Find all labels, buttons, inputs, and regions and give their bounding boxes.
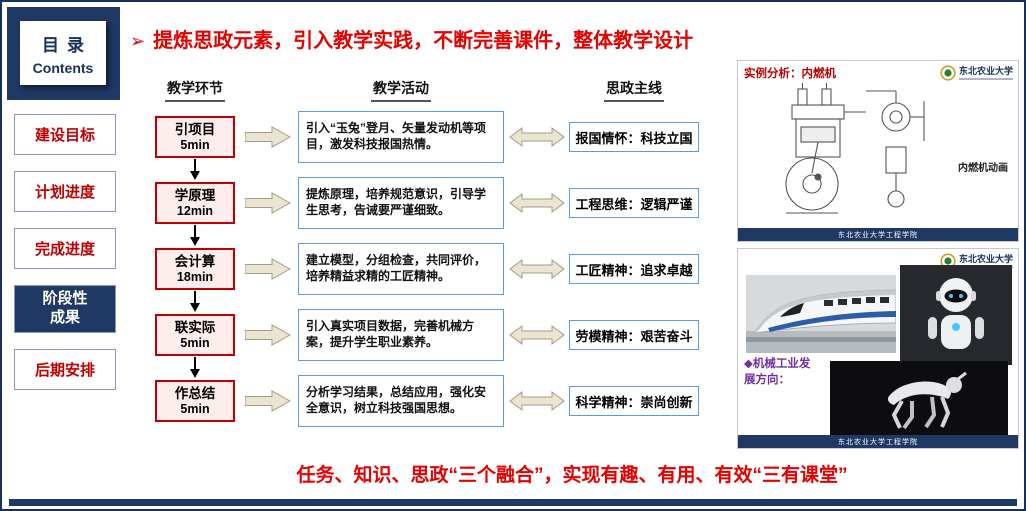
stage-box: 学原理 12min	[155, 182, 235, 224]
column-header-theme: 思政主线	[604, 78, 664, 102]
double-arrow-icon	[509, 391, 565, 411]
teaching-flow-diagram: 教学环节 教学活动 思政主线 引项目 5min 引入“玉兔”登月、矢量发动机等项…	[150, 76, 700, 434]
double-arrow-icon	[509, 259, 565, 279]
stage-time: 5min	[180, 401, 210, 416]
card-footer-bar: 东北农业大学工程学院	[738, 228, 1018, 241]
stage-name: 学原理	[174, 188, 216, 204]
slide-title: ➢ 提炼思政元素，引入教学实践，不断完善课件，整体教学设计	[130, 24, 790, 53]
right-arrow-icon	[245, 126, 291, 148]
activity-box: 引入真实项目数据，完善机械方案，提升学生职业素养。	[298, 309, 504, 361]
down-arrow-icon	[190, 225, 200, 246]
stage-box: 引项目 5min	[155, 116, 235, 158]
humanoid-robot-photo	[900, 265, 1012, 365]
toc-title-en: Contents	[32, 59, 94, 76]
engine-case-card: 实例分析：内燃机 东北农业大学	[737, 60, 1019, 242]
theme-box: 工匠精神：追求卓越	[569, 254, 699, 284]
activity-box: 提炼原理，培养规范意识，引导学生思考，告诫要严谨细致。	[298, 177, 504, 229]
high-speed-train-photo	[746, 275, 896, 353]
stage-time: 5min	[180, 335, 210, 350]
engine-animation-caption: 内燃机动画	[958, 163, 1008, 174]
theme-box: 报国情怀：科技立国	[569, 122, 699, 152]
university-logo: 东北农业大学	[940, 65, 1013, 81]
logo-sub-line	[958, 77, 1013, 80]
sidebar-item-plan-schedule[interactable]: 计划进度	[14, 171, 116, 212]
diagram-row: 作总结 5min 分析学习结果，总结应用，强化安全意识，树立科技强国思想。 科学…	[150, 368, 700, 434]
right-arrow-icon	[245, 192, 291, 214]
down-arrow-icon	[190, 291, 200, 312]
theme-box: 劳模精神：艰苦奋斗	[569, 320, 699, 350]
toc-block: 目录 Contents	[7, 7, 120, 100]
engine-diagram-image	[785, 83, 925, 214]
sidebar-item-construction-goals[interactable]: 建设目标	[14, 114, 116, 155]
stage-name: 联实际	[174, 320, 216, 336]
card-footer-bar: 东北农业大学工程学院	[738, 435, 1018, 448]
toc-title-cn: 目录	[42, 35, 92, 55]
down-arrow-icon	[190, 159, 200, 180]
diagram-row: 学原理 12min 提炼原理，培养规范意识，引导学生思考，告诫要严谨细致。 工程…	[150, 170, 700, 246]
stage-box: 联实际 5min	[155, 314, 235, 356]
sidebar-item-completion-progress[interactable]: 完成进度	[14, 228, 116, 269]
stage-box: 作总结 5min	[155, 380, 235, 422]
robot-dog-photo	[830, 361, 1008, 435]
slide-tagline: 任务、知识、思政“三个融合”，实现有趣、有用、有效“三有课堂”	[296, 465, 848, 486]
slide-title-text: 提炼思政元素，引入教学实践，不断完善课件，整体教学设计	[153, 30, 694, 52]
right-arrow-icon	[245, 324, 291, 346]
sidebar-item-stage-results[interactable]: 阶段性成果	[14, 285, 116, 333]
double-arrow-icon	[509, 127, 565, 147]
machinery-direction-label: ◆机械工业发展方向：	[744, 358, 811, 386]
double-arrow-icon	[509, 193, 565, 213]
diagram-row: 联实际 5min 引入真实项目数据，完善机械方案，提升学生职业素养。 劳模精神：…	[150, 302, 700, 378]
activity-box: 建立模型，分组检查，共同评价，培养精益求精的工匠精神。	[298, 243, 504, 295]
machinery-direction-card: 东北农业大学	[737, 248, 1019, 449]
stage-name: 作总结	[174, 386, 216, 402]
university-logo-text: 东北农业大学	[958, 65, 1013, 76]
theme-box: 科学精神：崇尚创新	[569, 386, 699, 416]
column-header-stages: 教学环节	[165, 78, 225, 102]
stage-box: 会计算 18min	[155, 248, 235, 290]
engine-case-label: 实例分析：内燃机	[744, 68, 836, 80]
down-arrow-icon	[190, 357, 200, 378]
stage-time: 18min	[176, 269, 214, 284]
activity-box: 引入“玉兔”登月、矢量发动机等项目，激发科技报国热情。	[298, 111, 504, 163]
theme-box: 工程思维：逻辑严谨	[569, 188, 699, 218]
double-arrow-icon	[509, 325, 565, 345]
right-arrow-icon	[245, 390, 291, 412]
sidebar-item-later-arrangement[interactable]: 后期安排	[14, 349, 116, 390]
column-header-activities: 教学活动	[371, 78, 431, 102]
sidebar: 建设目标 计划进度 完成进度 阶段性成果 后期安排	[14, 114, 116, 406]
university-logo-text: 东北农业大学	[958, 253, 1013, 264]
stage-time: 12min	[176, 203, 214, 218]
activity-box: 分析学习结果，总结应用，强化安全意识，树立科技强国思想。	[298, 375, 504, 427]
stage-name: 引项目	[174, 122, 216, 138]
diagram-row: 引项目 5min 引入“玉兔”登月、矢量发动机等项目，激发科技报国热情。 报国情…	[150, 104, 700, 180]
right-arrow-icon	[245, 258, 291, 280]
toc-card: 目录 Contents	[20, 21, 106, 85]
stage-name: 会计算	[174, 254, 216, 270]
diagram-row: 会计算 18min 建立模型，分组检查，共同评价，培养精益求精的工匠精神。 工匠…	[150, 236, 700, 312]
diagram-header-row: 教学环节 教学活动 思政主线	[150, 76, 700, 104]
arrow-bullet-icon: ➢	[130, 31, 146, 51]
bottom-accent-strip	[9, 499, 1017, 506]
stage-time: 5min	[180, 137, 210, 152]
university-logo-icon	[940, 65, 956, 81]
